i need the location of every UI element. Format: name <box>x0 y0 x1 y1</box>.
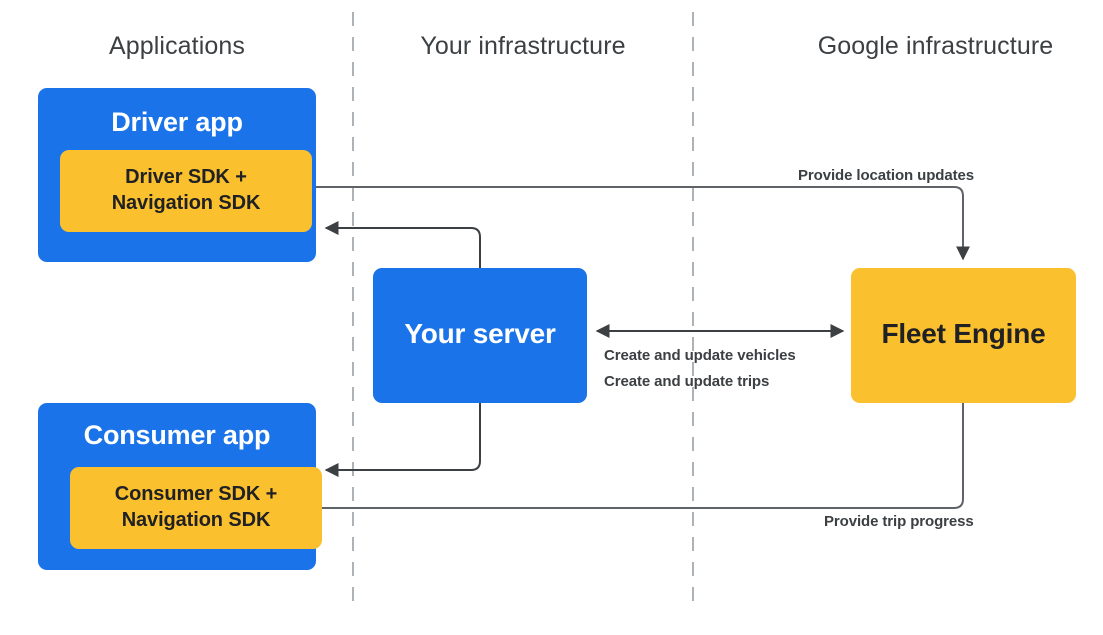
driver-sdk-line-2: Navigation SDK <box>111 192 261 214</box>
consumer-sdk-box[interactable]: Consumer SDK + Navigation SDK <box>70 467 322 549</box>
consumer-sdk-label: Consumer SDK + Navigation SDK <box>115 482 278 533</box>
consumer-sdk-line-1: Consumer SDK + <box>114 483 278 506</box>
zone-header-your-infrastructure: Your infrastructure <box>420 32 626 60</box>
zone-header-google-infrastructure: Google infrastructure <box>817 32 1054 60</box>
driver-sdk-line-1: Driver SDK + <box>125 166 247 189</box>
edge-server-to-consumer-app <box>324 403 481 477</box>
edge-driver-to-fleet-engine <box>290 186 970 261</box>
edge-label-provide-location-updates: Provide location updates <box>798 167 974 184</box>
edge-label-provide-trip-progress: Provide trip progress <box>824 513 974 530</box>
driver-sdk-box[interactable]: Driver SDK + Navigation SDK <box>60 150 312 232</box>
consumer-app-title: Consumer app <box>83 420 271 450</box>
edge-server-to-driver-app <box>324 221 481 268</box>
edge-fleet-engine-to-consumer <box>298 403 964 515</box>
consumer-sdk-line-2: Navigation SDK <box>121 509 271 531</box>
node-consumer-app[interactable]: Consumer app Consumer SDK + Navigation S… <box>38 403 322 570</box>
node-fleet-engine[interactable]: Fleet Engine <box>851 268 1076 403</box>
fleet-engine-title: Fleet Engine <box>881 318 1046 349</box>
your-server-title: Your server <box>404 318 556 349</box>
edge-label-create-update-vehicles: Create and update vehicles <box>604 347 796 364</box>
node-your-server[interactable]: Your server <box>373 268 587 403</box>
driver-app-title: Driver app <box>111 107 243 137</box>
zone-header-applications: Applications <box>108 32 245 60</box>
node-driver-app[interactable]: Driver app Driver SDK + Navigation SDK <box>38 88 316 262</box>
edge-label-create-update-trips: Create and update trips <box>604 373 770 390</box>
driver-sdk-label: Driver SDK + Navigation SDK <box>112 165 261 216</box>
